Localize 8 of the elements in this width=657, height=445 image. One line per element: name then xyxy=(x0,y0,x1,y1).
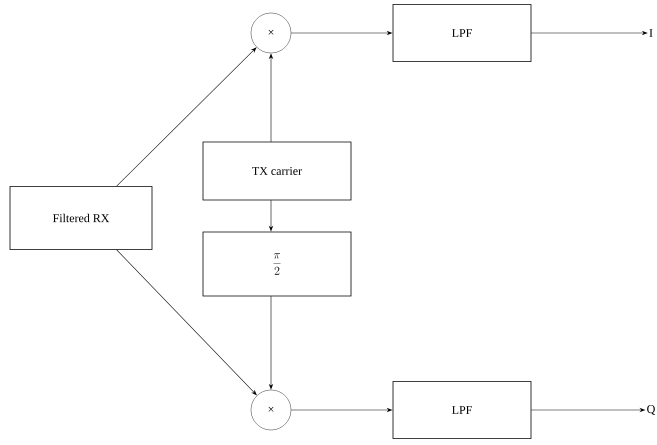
process-box: Filtered RX xyxy=(10,186,152,250)
phase-shift-box: $\frac{\pi}{2}$ xyxy=(202,232,352,296)
arrow xyxy=(116,250,257,396)
filter-box: LPF xyxy=(392,381,532,439)
filter-box: LPF xyxy=(392,4,532,62)
output-label: I xyxy=(649,29,653,37)
process-box: TX carrier xyxy=(202,142,352,200)
output-label: Q xyxy=(647,405,656,415)
